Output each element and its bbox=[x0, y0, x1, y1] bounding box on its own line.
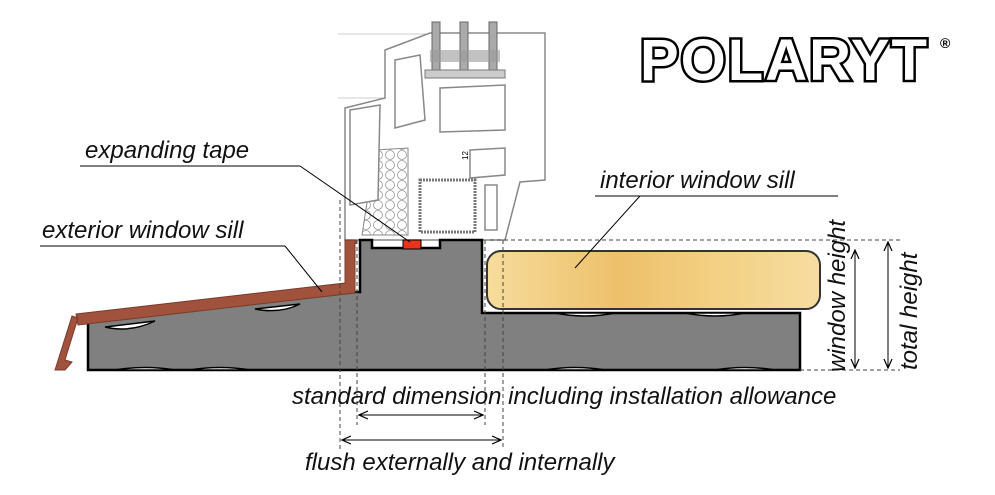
expanding-tape bbox=[402, 239, 422, 250]
svg-text:®: ® bbox=[940, 35, 951, 51]
guide-lines bbox=[339, 200, 900, 450]
expanding-tape-label: expanding tape bbox=[85, 137, 249, 164]
window-height-label: window height bbox=[824, 219, 851, 372]
window-frame-profile: 12 bbox=[338, 21, 546, 241]
exterior-window-sill bbox=[54, 239, 356, 371]
svg-text:POLARYT: POLARYT bbox=[640, 28, 929, 93]
interior-window-sill bbox=[486, 250, 821, 310]
flush-label: flush externally and internally bbox=[305, 449, 617, 476]
base-profile-channels bbox=[104, 303, 776, 371]
base-profile bbox=[86, 238, 802, 372]
leader-lines bbox=[40, 165, 838, 293]
polaryt-logo: POLARYT ® bbox=[638, 26, 952, 96]
svg-text:12: 12 bbox=[461, 151, 470, 160]
total-height-label: total height bbox=[896, 251, 923, 370]
interior-sill-label: interior window sill bbox=[600, 167, 795, 194]
exterior-sill-label: exterior window sill bbox=[42, 217, 244, 244]
standard-dimension-label: standard dimension including installatio… bbox=[292, 383, 836, 410]
